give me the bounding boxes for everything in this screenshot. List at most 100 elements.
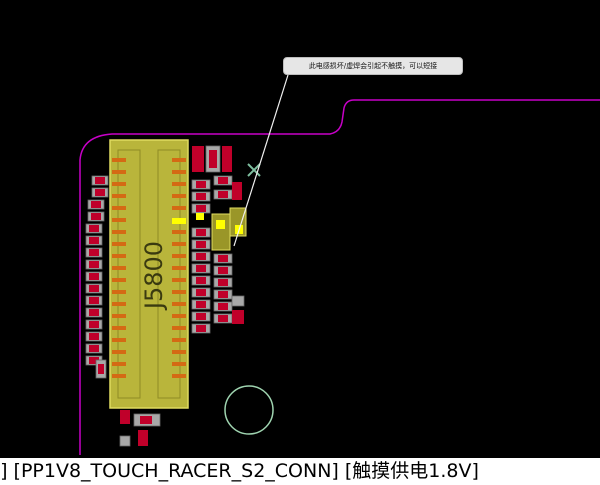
component-pad	[120, 410, 130, 424]
component-pad	[91, 213, 101, 220]
connector-designator: J5800	[140, 241, 168, 311]
component-pad	[196, 325, 206, 332]
connector-pin	[172, 338, 186, 342]
connector-pin	[172, 374, 186, 378]
component-pad	[89, 321, 99, 328]
component-pad	[196, 277, 206, 284]
net-name-label: 0] [PP1V8_TOUCH_RACER_S2_CONN] [触摸供电1.8V…	[0, 460, 479, 482]
connector-pin	[112, 206, 126, 210]
component-pad	[209, 150, 217, 168]
connector-pin	[172, 350, 186, 354]
connector-pin	[112, 230, 126, 234]
component-pad	[196, 301, 206, 308]
component-pad	[89, 225, 99, 232]
connector-pins-left	[112, 158, 126, 378]
component-pad	[89, 237, 99, 244]
component-pad	[89, 345, 99, 352]
component-pad	[196, 289, 206, 296]
component-pad	[218, 191, 228, 198]
connector-pin	[112, 242, 126, 246]
connector-pin	[172, 290, 186, 294]
component-pad	[232, 310, 244, 324]
component-pad	[218, 255, 228, 262]
component-pad	[138, 430, 148, 446]
component-pad	[196, 181, 206, 188]
connector-pin	[172, 170, 186, 174]
connector-pin	[172, 314, 186, 318]
callout-note: 此电感损坏/虚焊会引起不触摸，可以短接	[283, 57, 463, 75]
component-pad	[95, 189, 105, 196]
component-pad	[95, 177, 105, 184]
component-pad	[218, 177, 228, 184]
connector-pin	[112, 158, 126, 162]
connector-pin	[112, 170, 126, 174]
highlighted-net[interactable]	[172, 207, 247, 251]
connector-pin	[172, 362, 186, 366]
component-pad	[196, 265, 206, 272]
component-pad	[218, 315, 228, 322]
connector-pin	[112, 374, 126, 378]
component-pad	[89, 333, 99, 340]
component-pad	[89, 285, 99, 292]
connector-pins-right	[172, 158, 186, 378]
connector-pin	[112, 362, 126, 366]
connector-pin	[172, 182, 186, 186]
connector-pin	[112, 314, 126, 318]
connector-pin	[112, 194, 126, 198]
connector-j5800[interactable]: J5800	[109, 139, 189, 409]
callout-leader-line	[233, 74, 289, 247]
connector-pin	[112, 278, 126, 282]
board-outline	[79, 99, 600, 455]
mounting-hole	[224, 385, 274, 435]
component-pad	[89, 297, 99, 304]
component-pad	[218, 303, 228, 310]
connector-pin	[172, 302, 186, 306]
left-component-column	[85, 175, 161, 447]
connector-pin	[172, 266, 186, 270]
x-marker-icon	[247, 163, 261, 177]
component-pad	[196, 253, 206, 260]
connector-pin	[172, 242, 186, 246]
component-pad	[196, 193, 206, 200]
component-pad	[89, 249, 99, 256]
component-pad	[218, 279, 228, 286]
connector-pin	[112, 182, 126, 186]
connector-pin	[172, 278, 186, 282]
connector-pin	[172, 230, 186, 234]
highlighted-trace	[172, 218, 186, 224]
status-bar: 0] [PP1V8_TOUCH_RACER_S2_CONN] [触摸供电1.8V…	[0, 458, 600, 485]
connector-inner-right	[157, 149, 181, 399]
highlighted-inductor-pad	[216, 220, 225, 229]
component-pad	[218, 267, 228, 274]
highlighted-inductor-body	[211, 213, 231, 251]
component-pad	[231, 295, 245, 307]
connector-pin	[172, 158, 186, 162]
connector-pin	[172, 254, 186, 258]
connector-pin	[112, 338, 126, 342]
connector-pin	[112, 254, 126, 258]
connector-pin	[112, 302, 126, 306]
connector-pin	[172, 194, 186, 198]
highlighted-pad-a	[196, 213, 204, 220]
component-pad	[119, 435, 131, 447]
connector-inner-left	[117, 149, 141, 399]
connector-pin	[112, 326, 126, 330]
connector-pin	[112, 290, 126, 294]
component-pad	[140, 416, 152, 424]
connector-pin	[172, 326, 186, 330]
component-pad	[222, 146, 232, 172]
component-pad	[196, 241, 206, 248]
right-component-column	[191, 145, 245, 334]
connector-pin	[112, 218, 126, 222]
component-pad	[89, 273, 99, 280]
component-pad	[192, 146, 204, 172]
pcb-board-view[interactable]: J5800	[0, 0, 600, 460]
component-pad	[196, 229, 206, 236]
component-pad	[89, 309, 99, 316]
component-pad	[89, 357, 99, 364]
component-pad	[196, 205, 206, 212]
component-pad	[98, 364, 104, 374]
component-pad	[196, 313, 206, 320]
component-pad	[232, 182, 242, 200]
connector-pin	[112, 350, 126, 354]
